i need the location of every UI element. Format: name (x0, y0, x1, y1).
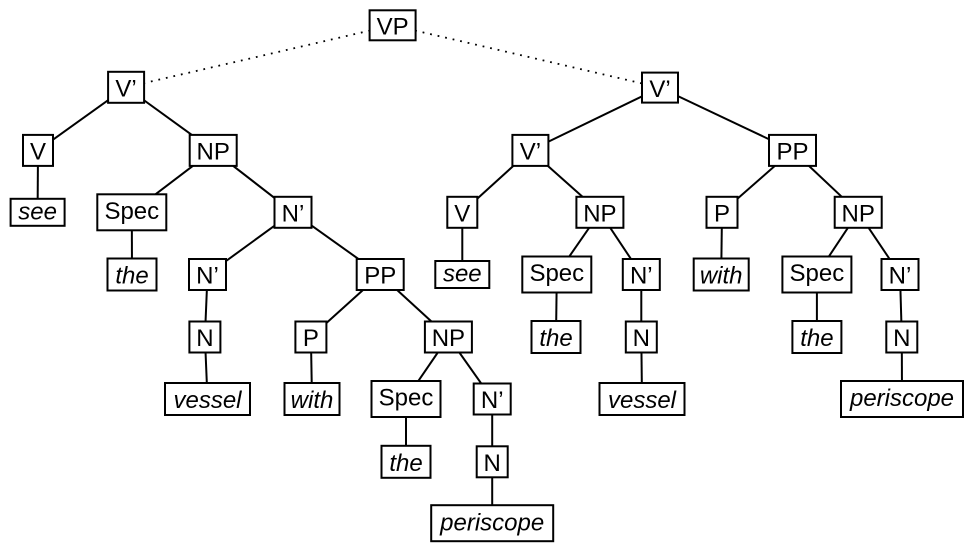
svg-text:the: the (389, 450, 422, 477)
svg-text:V: V (30, 139, 46, 166)
svg-text:see: see (443, 261, 482, 288)
svg-text:Spec: Spec (529, 260, 584, 287)
svg-text:P: P (714, 201, 730, 228)
svg-text:with: with (700, 263, 743, 290)
svg-text:Spec: Spec (790, 260, 845, 287)
svg-text:N’: N’ (196, 263, 219, 290)
svg-text:Spec: Spec (379, 385, 434, 412)
svg-text:N: N (484, 450, 501, 477)
svg-text:NP: NP (842, 201, 875, 228)
svg-text:NP: NP (197, 139, 230, 166)
svg-text:the: the (800, 325, 833, 352)
svg-text:see: see (18, 199, 57, 226)
svg-text:NP: NP (432, 325, 465, 352)
svg-text:periscope: periscope (439, 509, 544, 536)
svg-text:PP: PP (776, 139, 808, 166)
svg-text:N: N (893, 325, 910, 352)
svg-text:N’: N’ (481, 387, 504, 414)
svg-text:the: the (539, 325, 572, 352)
svg-text:vessel: vessel (173, 387, 242, 414)
svg-text:V’: V’ (649, 76, 670, 103)
svg-text:V’: V’ (520, 139, 541, 166)
svg-text:vessel: vessel (608, 387, 677, 414)
svg-text:N’: N’ (630, 263, 653, 290)
svg-text:P: P (303, 325, 319, 352)
svg-text:V: V (454, 201, 470, 228)
svg-text:N’: N’ (282, 201, 305, 228)
svg-text:PP: PP (364, 263, 396, 290)
svg-text:periscope: periscope (849, 385, 954, 412)
svg-text:V’: V’ (115, 76, 136, 103)
svg-text:N: N (196, 325, 213, 352)
svg-text:N’: N’ (889, 263, 912, 290)
svg-text:Spec: Spec (104, 198, 159, 225)
svg-text:the: the (115, 263, 148, 290)
svg-text:NP: NP (583, 201, 616, 228)
svg-text:with: with (291, 387, 334, 414)
svg-text:VP: VP (377, 14, 409, 41)
svg-text:N: N (633, 325, 650, 352)
